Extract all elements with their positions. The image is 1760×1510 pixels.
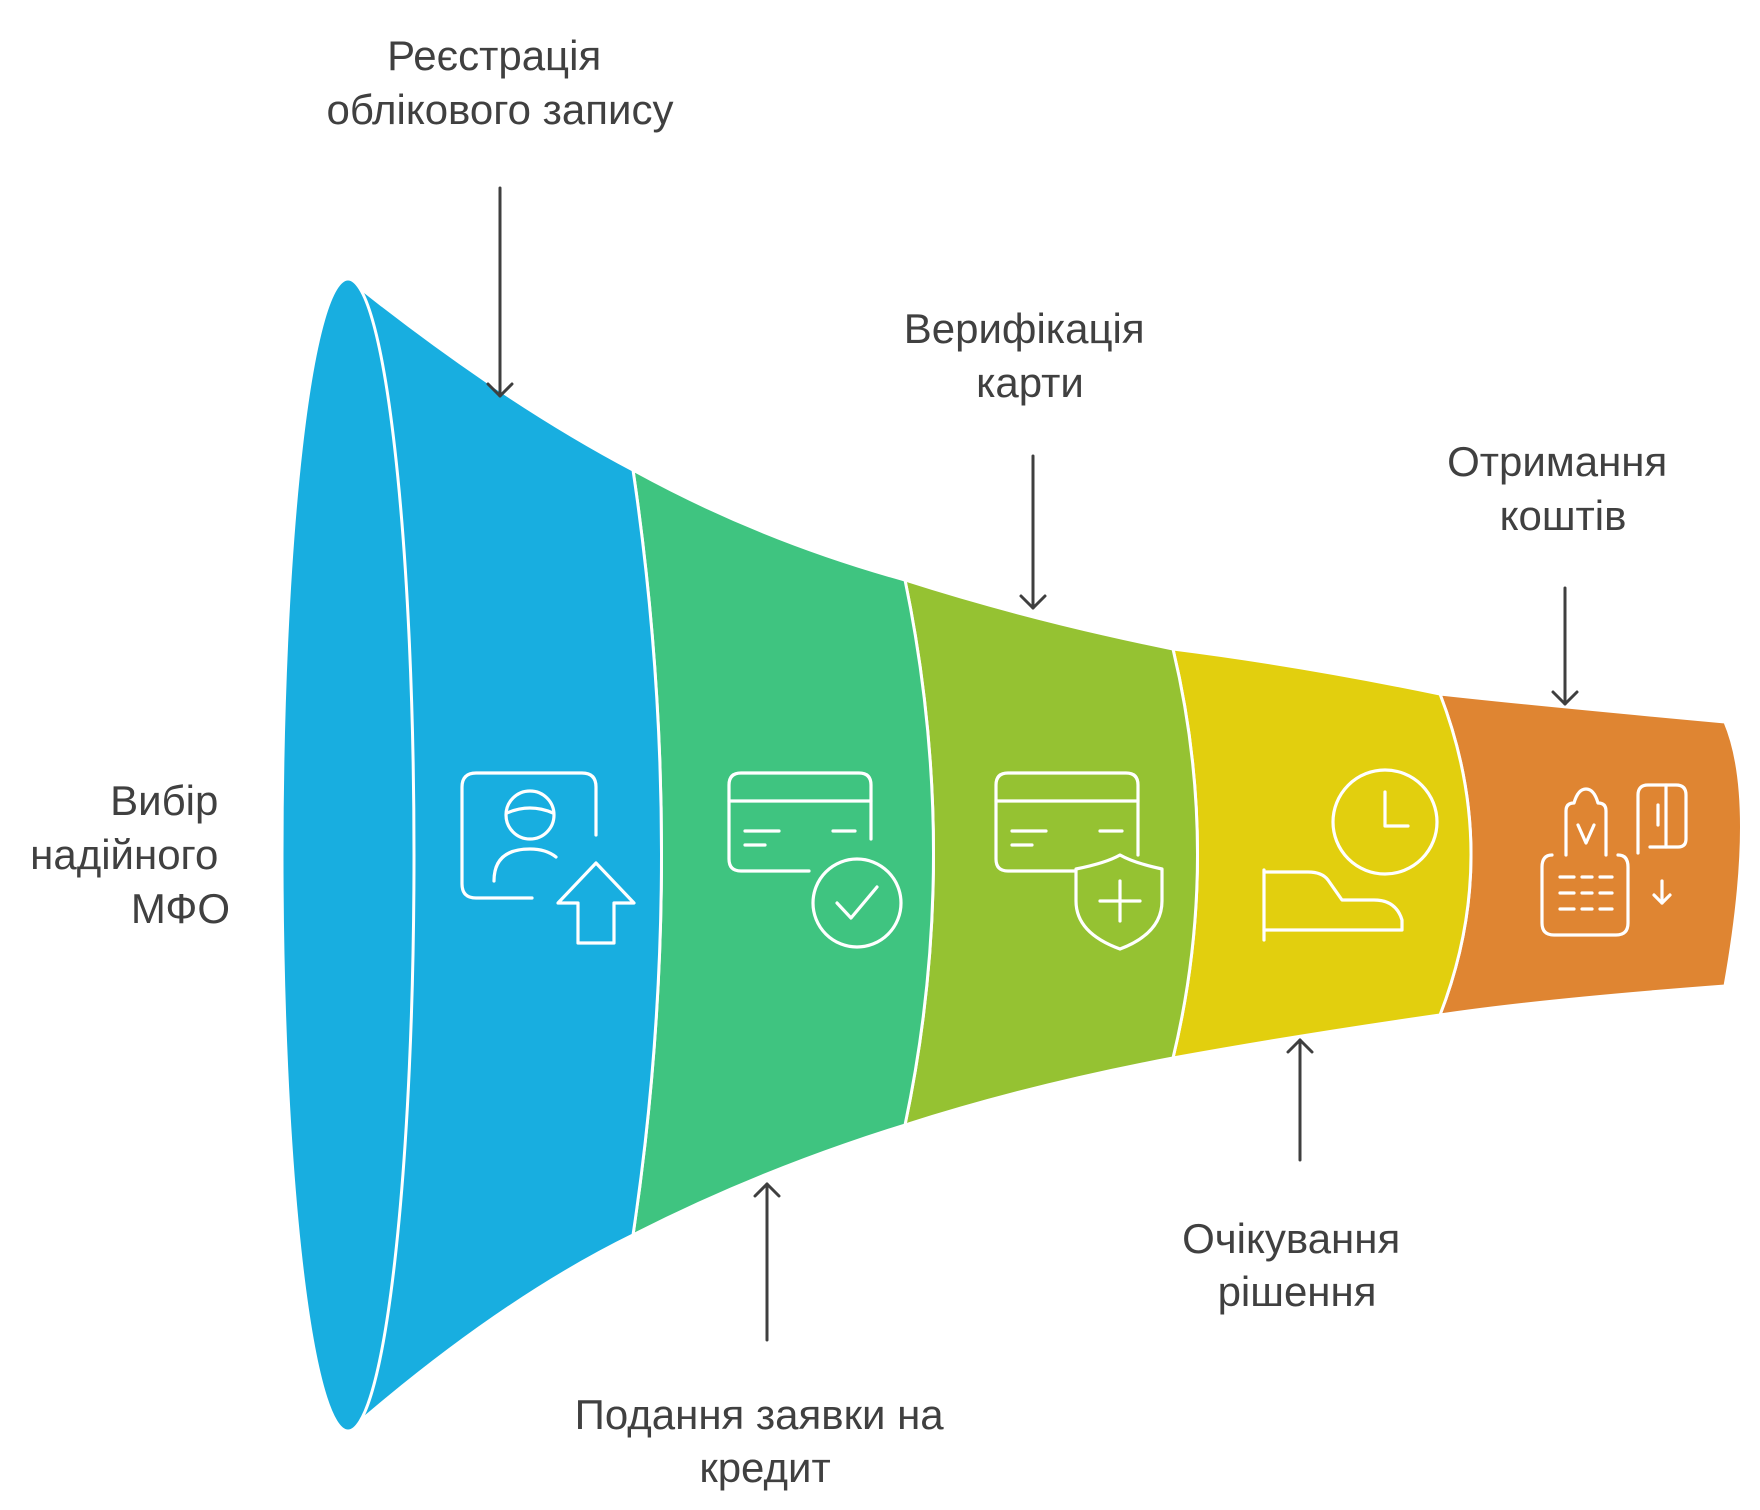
funnel-mouth: [280, 277, 416, 1433]
pos-terminal-icon: [1540, 783, 1688, 937]
label-line: Очікування: [1182, 1215, 1400, 1262]
card-check-icon: [727, 771, 903, 949]
label-line: Вибір: [110, 777, 218, 824]
label-await-decision: Очікування рішення: [1182, 1215, 1412, 1315]
label-registration: Реєстрація облікового запису: [326, 32, 673, 133]
label-receive-funds: Отримання коштів: [1447, 438, 1679, 539]
label-line: надійного: [30, 831, 218, 878]
hand-clock-icon: [1262, 768, 1439, 942]
label-line: Верифікація: [904, 305, 1145, 352]
label-line: Подання заявки на: [575, 1391, 945, 1438]
arrow-receive-funds: [1551, 586, 1579, 706]
segment-loan-application: [631, 467, 935, 1238]
label-line: коштів: [1500, 492, 1627, 539]
arrow-loan-application: [753, 1182, 781, 1342]
card-shield-icon: [994, 771, 1164, 951]
label-card-verification: Верифікація карти: [904, 305, 1157, 406]
label-choose-mfo: Вибір надійного МФО: [30, 777, 230, 932]
arrow-registration: [486, 186, 514, 398]
label-line: МФО: [131, 885, 230, 932]
label-loan-application: Подання заявки на кредит: [575, 1391, 956, 1491]
label-line: облікового запису: [326, 86, 673, 133]
label-line: Реєстрація: [387, 32, 601, 79]
arrow-await-decision: [1286, 1038, 1314, 1162]
label-line: Отримання: [1447, 438, 1667, 485]
label-line: рішення: [1218, 1268, 1377, 1315]
label-line: кредит: [699, 1444, 830, 1491]
funnel-segments: [280, 276, 1743, 1434]
arrow-card-verification: [1019, 454, 1047, 610]
segment-card-verification: [902, 577, 1199, 1128]
segment-receive-funds: [1437, 692, 1743, 1017]
label-line: карти: [976, 359, 1084, 406]
account-upload-icon: [460, 771, 636, 945]
